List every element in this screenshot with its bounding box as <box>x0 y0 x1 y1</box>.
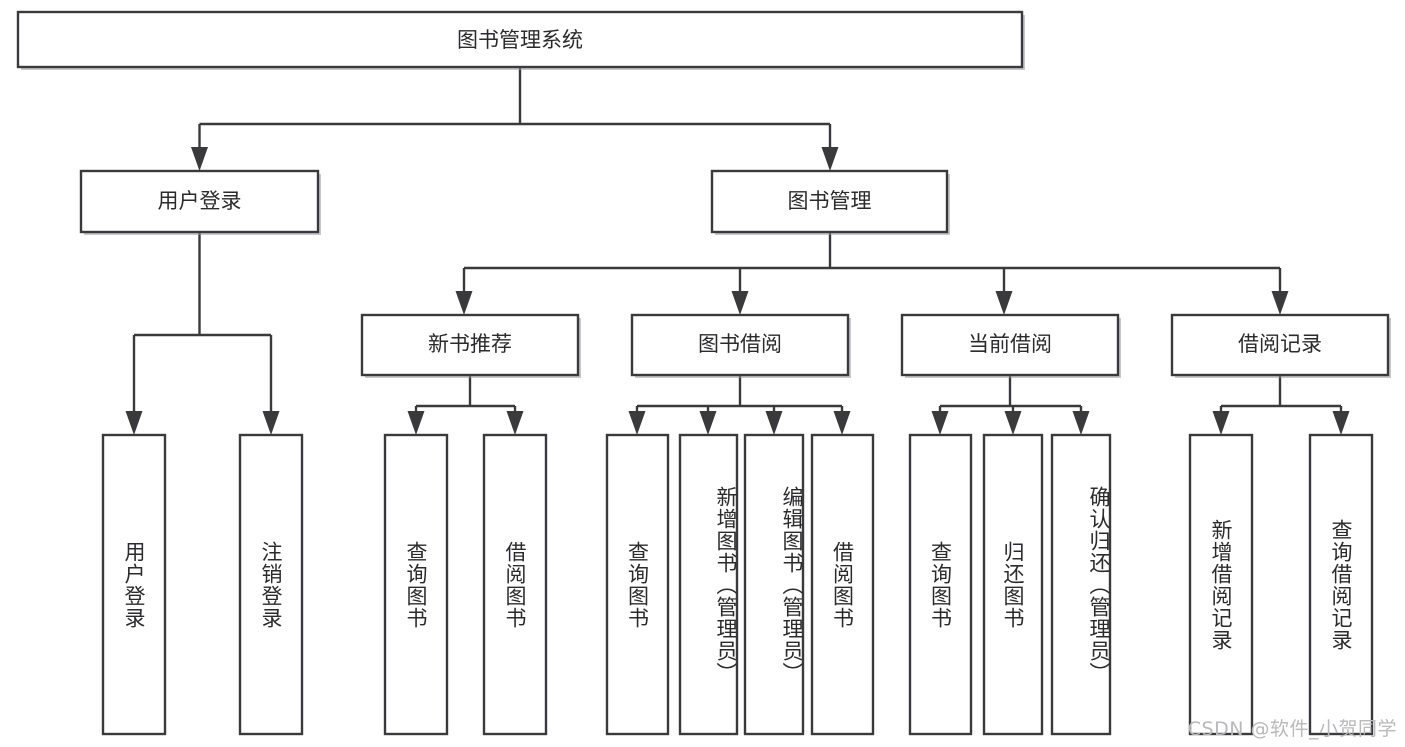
node-leaf-borrow-book-2[interactable] <box>810 433 875 736</box>
arrow-currentborrow-to-leaf2 <box>1004 411 1022 435</box>
arrow-bookmgmt-to-c2 <box>731 291 749 315</box>
node-current-borrow[interactable]: 当前借阅 <box>900 313 1121 378</box>
arrow-userlogin-to-leaf1 <box>125 411 143 435</box>
arrow-bookmgmt-to-c3 <box>995 291 1013 315</box>
node-leaf-query-book-1-box <box>383 433 449 736</box>
node-leaf-user-login[interactable] <box>101 433 167 736</box>
node-leaf-query-book-3[interactable] <box>908 433 973 736</box>
node-current-borrow-label: 当前借阅 <box>968 332 1052 356</box>
node-leaf-logout-box <box>238 433 304 736</box>
arrow-currentborrow-to-leaf1 <box>931 411 949 435</box>
node-leaf-add-record-box <box>1188 433 1254 736</box>
csdn-watermark: CSDN @软件_小贺同学 <box>1187 718 1397 740</box>
node-book-mgmt[interactable]: 图书管理 <box>710 169 950 235</box>
node-leaf-logout[interactable] <box>238 433 304 736</box>
node-root[interactable]: 图书管理系统 <box>16 10 1025 70</box>
node-leaf-query-book-2-box <box>605 433 670 736</box>
node-leaf-confirm-return-box <box>1050 433 1112 736</box>
arrow-bookborrow-to-leaf3 <box>765 411 783 435</box>
node-book-mgmt-label: 图书管理 <box>788 189 872 213</box>
node-leaf-return-book[interactable] <box>982 433 1044 736</box>
arrow-userlogin-to-leaf2 <box>262 411 280 435</box>
node-borrow-record[interactable]: 借阅记录 <box>1170 313 1391 378</box>
node-book-mgmt-box <box>710 169 949 234</box>
node-leaf-add-book[interactable] <box>678 433 739 736</box>
node-leaf-query-record[interactable] <box>1308 433 1374 736</box>
node-current-borrow-box <box>900 313 1120 377</box>
node-borrow-record-box <box>1170 313 1390 377</box>
node-leaf-confirm-return[interactable] <box>1050 433 1112 736</box>
arrow-bookmgmt-to-c1 <box>455 291 473 315</box>
node-book-borrow-box <box>630 313 850 377</box>
node-leaf-add-record[interactable] <box>1188 433 1254 736</box>
arrow-currentborrow-to-leaf3 <box>1072 411 1090 435</box>
node-user-login-box <box>79 169 320 234</box>
node-leaf-add-book-box <box>678 433 739 736</box>
arrow-root-to-user-login <box>191 147 208 171</box>
node-root-box <box>16 10 1024 69</box>
arrow-bookmgmt-to-c4 <box>1271 291 1289 315</box>
arrow-borrowrecord-to-leaf1 <box>1212 411 1230 435</box>
node-leaf-return-book-box <box>982 433 1044 736</box>
node-leaf-user-login-box <box>101 433 167 736</box>
node-leaf-edit-book-box <box>743 433 805 736</box>
node-book-borrow[interactable]: 图书借阅 <box>630 313 851 378</box>
arrow-root-to-book-mgmt <box>821 147 839 171</box>
node-user-login[interactable]: 用户登录 <box>79 169 321 235</box>
arrow-newbook-to-leaf2 <box>506 411 524 435</box>
node-leaf-query-book-1[interactable] <box>383 433 449 736</box>
node-root-label: 图书管理系统 <box>457 28 583 52</box>
connector-layer <box>125 67 1350 435</box>
node-leaf-borrow-book-1-box <box>482 433 548 736</box>
node-leaf-query-record-box <box>1308 433 1374 736</box>
node-leaf-edit-book[interactable] <box>743 433 805 736</box>
arrow-newbook-to-leaf1 <box>407 411 425 435</box>
node-leaf-query-book-3-box <box>908 433 973 736</box>
node-new-book-rec-box <box>360 313 580 377</box>
arrow-bookborrow-to-leaf1 <box>628 411 646 435</box>
node-user-login-label: 用户登录 <box>158 189 242 213</box>
node-leaf-borrow-book-2-box <box>810 433 875 736</box>
node-new-book-rec-label: 新书推荐 <box>428 332 512 356</box>
node-borrow-record-label: 借阅记录 <box>1238 332 1322 356</box>
node-layer: 图书管理系统 用户登录 图书管理 新书推荐 <box>16 10 1391 736</box>
node-leaf-query-book-2[interactable] <box>605 433 670 736</box>
node-leaf-borrow-book-1[interactable] <box>482 433 548 736</box>
node-new-book-rec[interactable]: 新书推荐 <box>360 313 581 378</box>
node-book-borrow-label: 图书借阅 <box>698 332 782 356</box>
arrow-borrowrecord-to-leaf2 <box>1332 411 1350 435</box>
arrow-bookborrow-to-leaf4 <box>833 411 851 435</box>
arrow-bookborrow-to-leaf2 <box>699 411 717 435</box>
